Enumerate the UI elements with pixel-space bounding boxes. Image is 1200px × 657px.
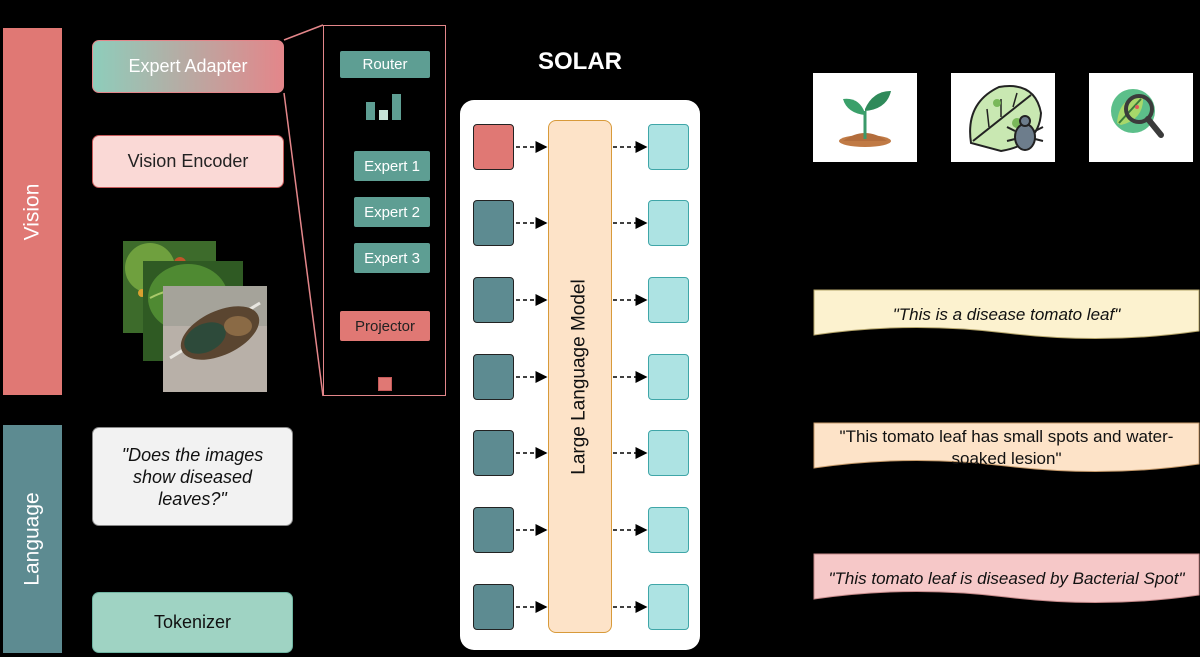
projector-label: Projector [354, 317, 416, 335]
expert-3-box: Expert 3 [354, 243, 430, 273]
input-token [473, 584, 514, 630]
expert-1-label: Expert 1 [364, 157, 420, 175]
output-token [648, 200, 689, 246]
expert-adapter-label: Expert Adapter [128, 56, 248, 76]
seedling-icon-card [813, 73, 917, 162]
output-3-shape [813, 553, 1200, 604]
vision-sidebar: Vision [3, 28, 62, 395]
expert-2-label: Expert 2 [364, 203, 420, 221]
leaf-magnifier-icon [1111, 89, 1164, 138]
leaf-image-stack [123, 241, 267, 392]
prompt-text: "Does the images show diseased leaves?" [121, 444, 264, 509]
vision-encoder-box: Vision Encoder [92, 135, 284, 188]
leaf-bug-icon-card [951, 73, 1055, 162]
input-token-vision [473, 124, 514, 170]
output-token [648, 430, 689, 476]
vision-encoder-label: Vision Encoder [127, 151, 249, 171]
output-2-shape [813, 422, 1200, 473]
input-token [473, 507, 514, 553]
adapter-zoom-lines [283, 24, 324, 397]
projector-box: Projector [340, 311, 430, 341]
expert-adapter-box: Expert Adapter [92, 40, 284, 93]
leaf-bug-icon [969, 85, 1044, 153]
language-sidebar: Language [3, 425, 62, 653]
projected-token [378, 377, 392, 391]
token-arrows [516, 141, 648, 613]
output-1-text: "This is a disease tomato leaf" [892, 305, 1121, 324]
router-label: Router [362, 56, 408, 73]
tokenizer-label: Tokenizer [153, 612, 232, 632]
solar-title: SOLAR [538, 48, 622, 75]
input-token [473, 430, 514, 476]
input-token [473, 200, 514, 246]
input-token [473, 354, 514, 400]
output-1-shape [813, 289, 1200, 340]
output-token [648, 584, 689, 630]
leaf-magnifier-icon-card [1089, 73, 1193, 162]
output-3-text: "This tomato leaf is diseased by Bacteri… [828, 569, 1185, 588]
expert-3-label: Expert 3 [364, 249, 420, 267]
input-token [473, 277, 514, 323]
expert-1-box: Expert 1 [354, 151, 430, 181]
prompt-box: "Does the images show diseased leaves?" [92, 427, 293, 526]
router-bar-chart-icon [366, 94, 401, 120]
seedling-icon [839, 91, 891, 147]
tokenizer-box: Tokenizer [92, 592, 293, 653]
expert-2-box: Expert 2 [354, 197, 430, 227]
output-token [648, 507, 689, 553]
adapter-detail-panel [323, 25, 446, 396]
output-token [648, 354, 689, 400]
llm-block: Large Language Model [548, 120, 612, 633]
output-token [648, 277, 689, 323]
output-2-text: "This tomato leaf has small spots and wa… [839, 427, 1174, 468]
router-box: Router [340, 51, 430, 78]
output-token [648, 124, 689, 170]
language-label: Language [20, 492, 44, 586]
